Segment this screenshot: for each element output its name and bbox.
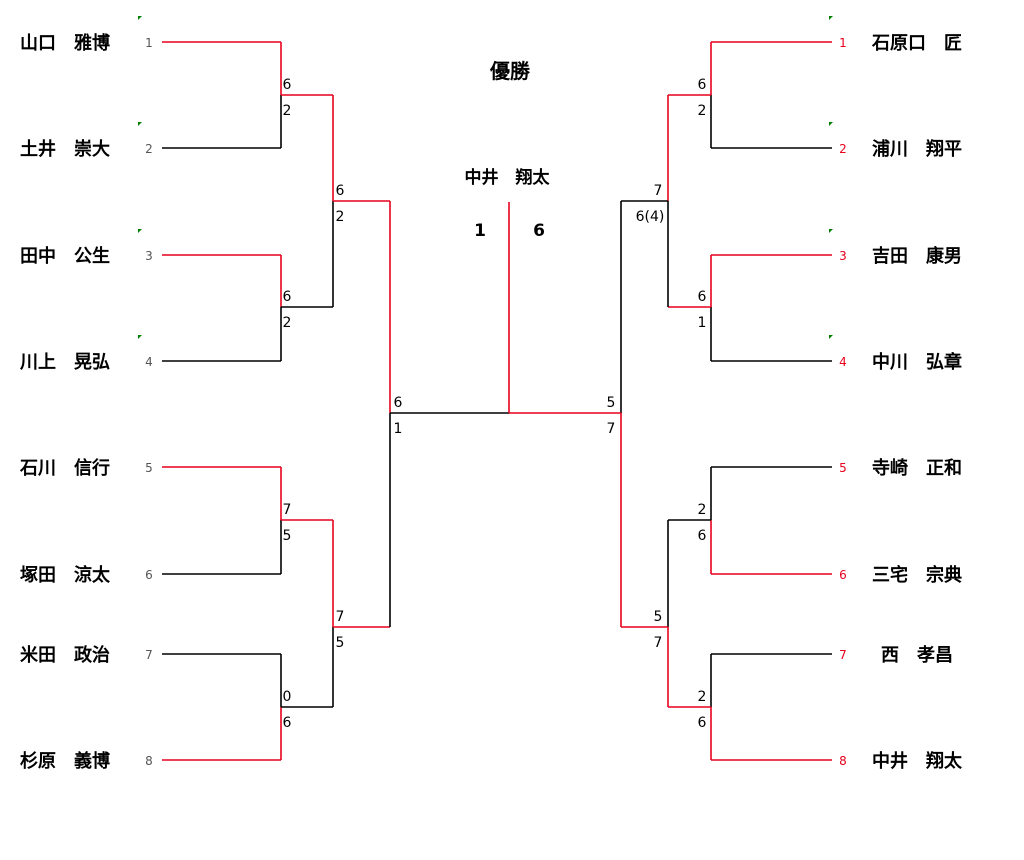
right-r1-score-top: 2: [698, 502, 707, 518]
right-player-seed: 7: [839, 648, 847, 662]
comment-marker-icon: [138, 229, 142, 233]
left-player-seed: 5: [145, 461, 153, 475]
left-player-name: 杉原 義博: [20, 750, 110, 772]
comment-marker-icon: [829, 229, 833, 233]
champion-name: 中井 翔太: [465, 167, 551, 188]
right-player-seed: 8: [839, 754, 847, 768]
right-r1-score-top: 6: [698, 77, 707, 93]
left-r2-score-top: 7: [336, 609, 345, 625]
left-player-seed: 8: [145, 754, 153, 768]
final-score-right: 6: [533, 221, 545, 241]
right-player-seed: 6: [839, 568, 847, 582]
left-r3-score-bottom: 1: [394, 421, 403, 437]
right-r2-score-bottom: 6(4): [636, 209, 665, 225]
left-r1-score-top: 6: [283, 289, 292, 305]
left-player-seed: 3: [145, 249, 153, 263]
left-r2-score-bottom: 5: [336, 635, 345, 651]
right-r1-score-bottom: 6: [698, 528, 707, 544]
right-player-seed: 5: [839, 461, 847, 475]
champion-title: 優勝: [489, 59, 531, 83]
left-r3-score-top: 6: [394, 395, 403, 411]
right-player-name: 中井 翔太: [872, 750, 963, 772]
right-player-seed: 2: [839, 142, 847, 156]
right-player-name: 石原口 匠: [871, 33, 962, 54]
left-r1-score-bottom: 2: [283, 315, 292, 331]
right-r1-score-top: 2: [698, 689, 707, 705]
left-player-name: 塚田 涼太: [20, 564, 111, 586]
left-player-seed: 7: [145, 648, 153, 662]
right-player-seed: 1: [839, 36, 847, 50]
right-player-name: 中川 弘章: [872, 351, 962, 373]
left-player-name: 田中 公生: [20, 245, 110, 267]
right-r3-score-top: 5: [607, 395, 616, 411]
right-player-name: 浦川 翔平: [872, 138, 962, 160]
left-player-seed: 1: [145, 36, 153, 50]
right-r1-score-bottom: 2: [698, 103, 707, 119]
comment-marker-icon: [138, 335, 142, 339]
left-r1-score-top: 7: [283, 502, 292, 518]
left-r1-score-bottom: 5: [283, 528, 292, 544]
comment-marker-icon: [829, 122, 833, 126]
final-score-left: 1: [474, 221, 486, 241]
right-player-name: 三宅 宗典: [872, 564, 962, 586]
left-player-name: 土井 崇大: [20, 138, 110, 160]
right-player-name: 吉田 康男: [872, 245, 962, 267]
comment-marker-icon: [138, 16, 142, 20]
left-r1-score-top: 6: [283, 77, 292, 93]
right-r2-score-top: 5: [654, 609, 663, 625]
left-player-seed: 2: [145, 142, 153, 156]
left-r2-score-bottom: 2: [336, 209, 345, 225]
left-player-name: 山口 雅博: [20, 32, 110, 54]
right-player-seed: 4: [839, 355, 847, 369]
bracket-labels: 山口 雅博 1 土井 崇大 2 田中 公生 3 川上 晃弘 4 石川 信行 5 塚田 涼太 6 米田 政…: [19, 16, 963, 772]
left-r1-score-bottom: 6: [283, 715, 292, 731]
right-player-name: 寺崎 正和: [872, 457, 962, 479]
left-player-name: 石川 信行: [19, 457, 110, 479]
left-r1-score-top: 0: [283, 689, 292, 705]
right-player-seed: 3: [839, 249, 847, 263]
left-player-seed: 6: [145, 568, 153, 582]
bracket-lines: [162, 41, 832, 761]
right-r2-score-top: 7: [654, 183, 663, 199]
right-player-name: 西 孝昌: [881, 644, 953, 666]
left-player-name: 米田 政治: [20, 644, 110, 666]
left-player-seed: 4: [145, 355, 153, 369]
right-r1-score-bottom: 6: [698, 715, 707, 731]
right-r3-score-bottom: 7: [607, 421, 616, 437]
right-r2-score-bottom: 7: [654, 635, 663, 651]
left-r2-score-top: 6: [336, 183, 345, 199]
comment-marker-icon: [829, 16, 833, 20]
left-r1-score-bottom: 2: [283, 103, 292, 119]
right-r1-score-top: 6: [698, 289, 707, 305]
comment-marker-icon: [829, 335, 833, 339]
comment-marker-icon: [138, 122, 142, 126]
left-player-name: 川上 晃弘: [19, 352, 110, 373]
right-r1-score-bottom: 1: [698, 315, 707, 331]
